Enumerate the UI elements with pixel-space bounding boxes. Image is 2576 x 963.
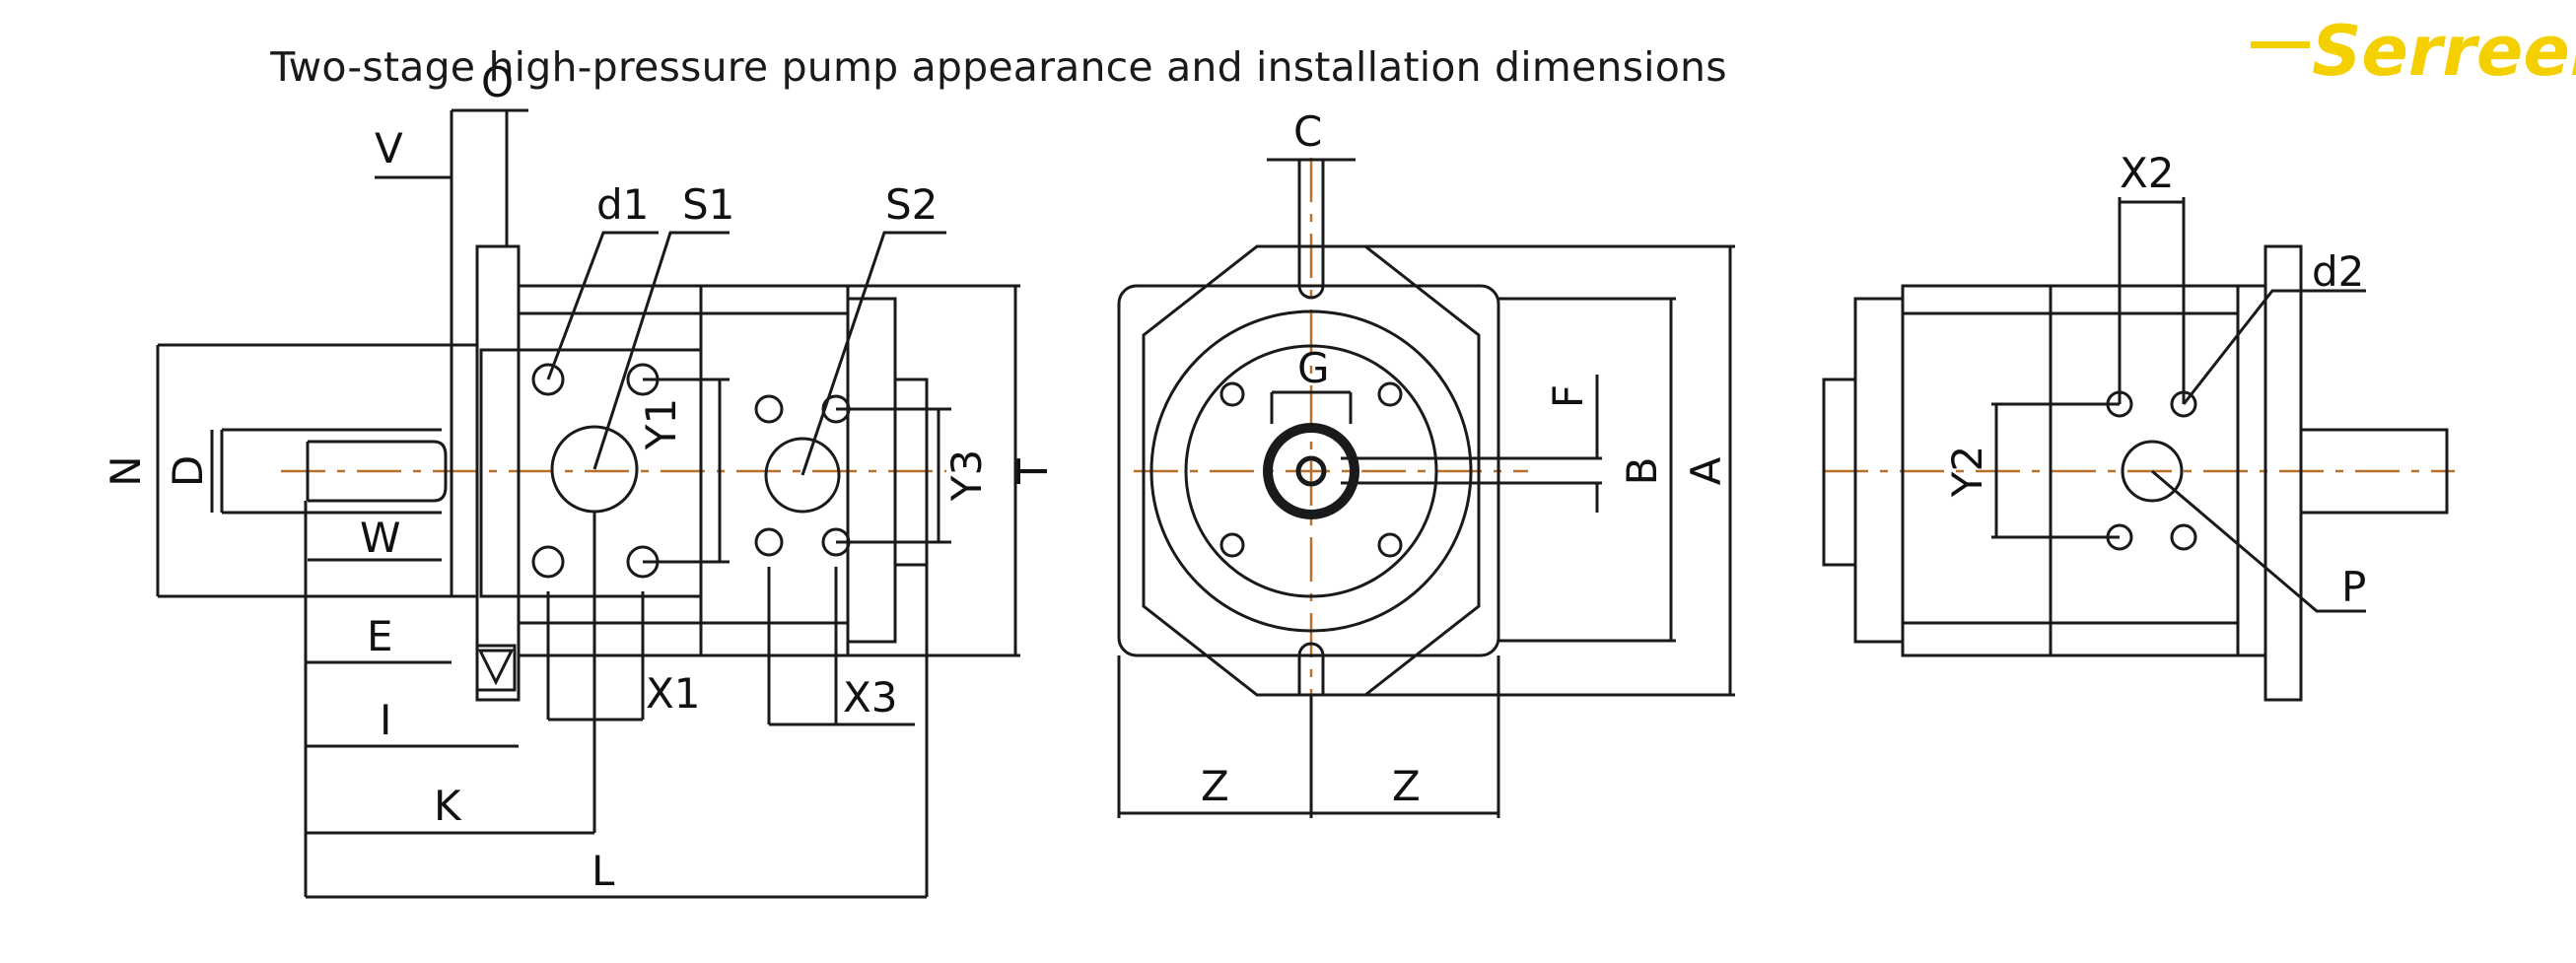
dim-label-y2: Y2 — [1943, 446, 1991, 498]
dim-label-d1: d1 — [596, 180, 649, 229]
side-view — [156, 108, 1020, 899]
dim-label-y1: Y1 — [637, 398, 685, 450]
dim-label-f: F — [1544, 384, 1592, 408]
dim-label-i: I — [380, 696, 391, 744]
dim-label-o: O — [481, 58, 514, 106]
dim-label-z-right: Z — [1392, 762, 1421, 810]
dim-label-e: E — [367, 612, 393, 660]
dim-label-c: C — [1293, 107, 1322, 156]
dim-label-x1: X1 — [646, 669, 701, 718]
dim-label-v: V — [375, 124, 403, 172]
dim-label-d2: d2 — [2312, 247, 2364, 296]
dim-label-x3: X3 — [843, 673, 898, 722]
dim-label-s1: S1 — [682, 180, 734, 229]
dim-label-a: A — [1682, 456, 1730, 485]
dim-label-d: D — [164, 455, 212, 487]
front-view — [1117, 158, 1735, 818]
dim-label-z-left: Z — [1201, 762, 1229, 810]
dim-label-g: G — [1297, 344, 1330, 392]
dim-label-l: L — [592, 847, 615, 895]
dim-label-w: W — [360, 514, 401, 562]
dim-label-k: K — [434, 782, 462, 830]
dim-label-p: P — [2341, 563, 2366, 611]
dim-label-x2: X2 — [2120, 149, 2175, 197]
brand-logo: Serreen — [2251, 11, 2576, 85]
rear-view — [1822, 197, 2455, 702]
dim-label-b: B — [1618, 457, 1666, 486]
dim-label-t: T — [1009, 458, 1057, 485]
dim-label-s2: S2 — [885, 180, 938, 229]
drawing-title: Two-stage high-pressure pump appearance … — [270, 43, 1727, 91]
dim-label-y3: Y3 — [942, 449, 991, 502]
dim-label-n: N — [102, 455, 150, 486]
brand-logo-text: Serreen — [2312, 11, 2576, 85]
